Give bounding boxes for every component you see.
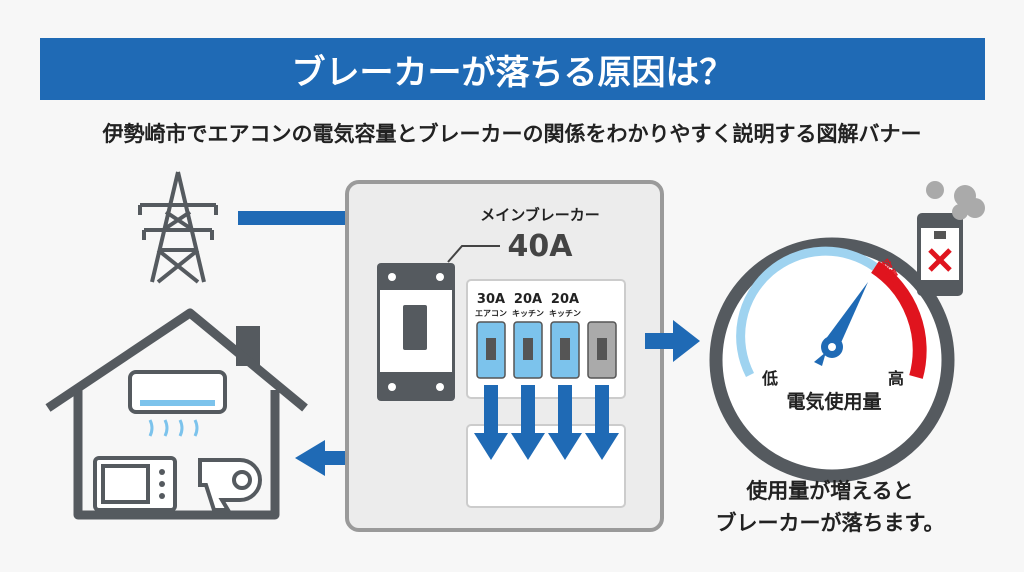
main-breaker bbox=[377, 263, 455, 401]
hair-dryer-icon bbox=[198, 458, 262, 512]
branch-breaker-spare bbox=[587, 321, 617, 379]
svg-text:エアコン: エアコン bbox=[475, 309, 507, 318]
branch-breaker-kitchen-2: 20A キッチン bbox=[549, 292, 581, 379]
branch-breaker-aircon: 30A エアコン bbox=[475, 292, 507, 379]
smoke-icon bbox=[926, 181, 985, 220]
gauge-high-label: 高 bbox=[888, 369, 904, 388]
branch-arrows bbox=[474, 385, 619, 460]
usage-gauge: 低 高 電気使用量 容量オーバー bbox=[709, 237, 955, 483]
svg-text:キッチン: キッチン bbox=[512, 309, 544, 318]
page-title: ブレーカーが落ちる原因は？ bbox=[291, 52, 734, 93]
svg-text:20A: 20A bbox=[514, 292, 542, 307]
main-breaker-label: メインブレーカー bbox=[480, 206, 600, 224]
house-icon bbox=[45, 308, 308, 520]
main-breaker-amps: 40A bbox=[508, 229, 574, 264]
svg-text:キッチン: キッチン bbox=[549, 309, 581, 318]
gauge-low-label: 低 bbox=[761, 369, 778, 388]
svg-text:20A: 20A bbox=[551, 292, 579, 307]
arrow-to-gauge bbox=[645, 320, 700, 362]
svg-text:30A: 30A bbox=[477, 292, 505, 307]
branch-breaker-kitchen-1: 20A キッチン bbox=[512, 292, 544, 379]
microwave-icon bbox=[93, 456, 177, 512]
air-conditioner-icon bbox=[128, 370, 227, 437]
caption-line-2: ブレーカーが落ちます。 bbox=[716, 511, 945, 535]
subtitle: 伊勢崎市でエアコンの電気容量とブレーカーの関係をわかりやすく説明する図解バナー bbox=[102, 122, 922, 146]
title-banner: ブレーカーが落ちる原因は？ bbox=[40, 38, 985, 100]
gauge-label: 電気使用量 bbox=[786, 390, 881, 413]
caption-line-1: 使用量が増えると bbox=[745, 479, 913, 503]
power-tower-icon bbox=[138, 171, 218, 284]
tripped-breaker-icon bbox=[917, 213, 963, 296]
